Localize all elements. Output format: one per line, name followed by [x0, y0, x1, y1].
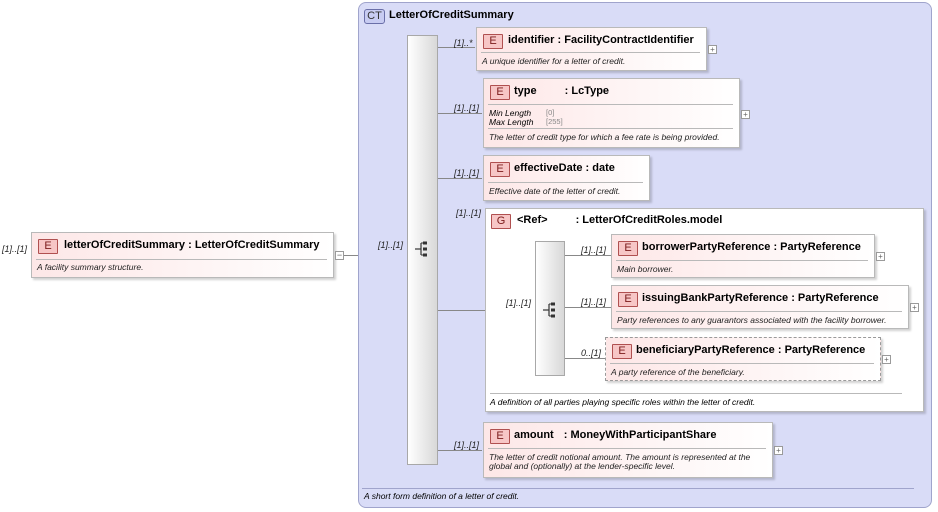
expand-icon[interactable]: +	[876, 252, 885, 261]
expand-icon[interactable]: +	[910, 303, 919, 312]
issuing-bank-cardinality: [1]..[1]	[581, 297, 607, 307]
element-badge: E	[490, 162, 510, 177]
element-badge: E	[38, 239, 58, 254]
beneficiary-element-name: beneficiaryPartyReference : PartyReferen…	[636, 344, 866, 356]
effectivedate-element[interactable]: E effectiveDate : date Effective date of…	[483, 155, 650, 201]
amount-element-description-line-2: global and (optionally) at the lender-sp…	[489, 461, 676, 471]
element-badge: E	[490, 85, 510, 100]
issuing-bank-element-description: Party references to any guarantors assoc…	[617, 315, 887, 325]
element-badge: E	[618, 292, 638, 307]
group-cardinality: [1]..[1]	[456, 208, 482, 218]
root-cardinality: [1]..[1]	[2, 244, 28, 254]
effectivedate-element-name: effectiveDate : date	[514, 162, 615, 174]
beneficiary-party-reference-element[interactable]: E beneficiaryPartyReference : PartyRefer…	[605, 337, 881, 381]
expand-icon[interactable]: +	[708, 45, 717, 54]
root-element-name: letterOfCreditSummary : LetterOfCreditSu…	[64, 239, 320, 251]
type-element-name: type: LcType	[514, 85, 610, 97]
amount-element-description-line-1: The letter of credit notional amount. Th…	[489, 452, 751, 462]
root-element-description: A facility summary structure.	[37, 262, 144, 272]
element-badge: E	[483, 34, 503, 49]
type-element-description: The letter of credit type for which a fe…	[489, 132, 720, 142]
issuing-bank-party-reference-element[interactable]: E issuingBankPartyReference : PartyRefer…	[611, 285, 909, 329]
max-length-label: Max Length	[489, 117, 534, 127]
borrower-party-reference-element[interactable]: E borrowerPartyReference : PartyReferenc…	[611, 234, 875, 278]
identifier-element[interactable]: E identifier : FacilityContractIdentifie…	[476, 27, 707, 71]
element-badge: E	[612, 344, 632, 359]
sequence-compositor[interactable]	[407, 35, 438, 465]
group-sequence-compositor[interactable]	[535, 241, 565, 376]
element-badge: E	[490, 429, 510, 444]
identifier-element-name: identifier : FacilityContractIdentifier	[508, 34, 694, 46]
group-badge: G	[491, 214, 511, 229]
root-element[interactable]: E letterOfCreditSummary : LetterOfCredit…	[31, 232, 334, 278]
amount-element-name: amount: MoneyWithParticipantShare	[514, 429, 717, 441]
complex-type-description: A short form definition of a letter of c…	[364, 491, 520, 501]
identifier-cardinality: [1]..*	[454, 38, 473, 48]
group-name: <Ref>: LetterOfCreditRoles.model	[517, 214, 723, 226]
type-cardinality: [1]..[1]	[454, 103, 480, 113]
expand-icon[interactable]: +	[774, 446, 783, 455]
max-length-value: [255]	[546, 117, 563, 126]
sequence-icon	[543, 302, 555, 318]
element-badge: E	[618, 241, 638, 256]
borrower-element-description: Main borrower.	[617, 264, 674, 274]
complex-type-title: LetterOfCreditSummary	[389, 9, 514, 21]
expand-icon[interactable]: +	[882, 355, 891, 364]
identifier-element-description: A unique identifier for a letter of cred…	[482, 56, 626, 66]
collapse-icon[interactable]: −	[335, 250, 344, 260]
amount-cardinality: [1]..[1]	[454, 440, 480, 450]
type-element[interactable]: E type: LcType Min Length [0] Max Length…	[483, 78, 740, 148]
sequence-icon	[415, 241, 427, 257]
group-sequence-cardinality: [1]..[1]	[506, 298, 532, 308]
borrower-element-name: borrowerPartyReference : PartyReference	[642, 241, 861, 253]
sequence-cardinality: [1]..[1]	[378, 240, 404, 250]
min-length-value: [0]	[546, 108, 555, 117]
effectivedate-element-description: Effective date of the letter of credit.	[489, 186, 621, 196]
complex-type-badge: CT	[364, 9, 385, 24]
amount-element[interactable]: E amount: MoneyWithParticipantShare The …	[483, 422, 773, 478]
borrower-cardinality: [1]..[1]	[581, 245, 607, 255]
group-description: A definition of all parties playing spec…	[490, 397, 756, 407]
beneficiary-cardinality: 0..[1]	[581, 348, 602, 358]
min-length-label: Min Length	[489, 108, 532, 118]
effectivedate-cardinality: [1]..[1]	[454, 168, 480, 178]
beneficiary-element-description: A party reference of the beneficiary.	[611, 367, 745, 377]
issuing-bank-element-name: issuingBankPartyReference : PartyReferen…	[642, 292, 879, 304]
expand-icon[interactable]: +	[741, 110, 750, 119]
